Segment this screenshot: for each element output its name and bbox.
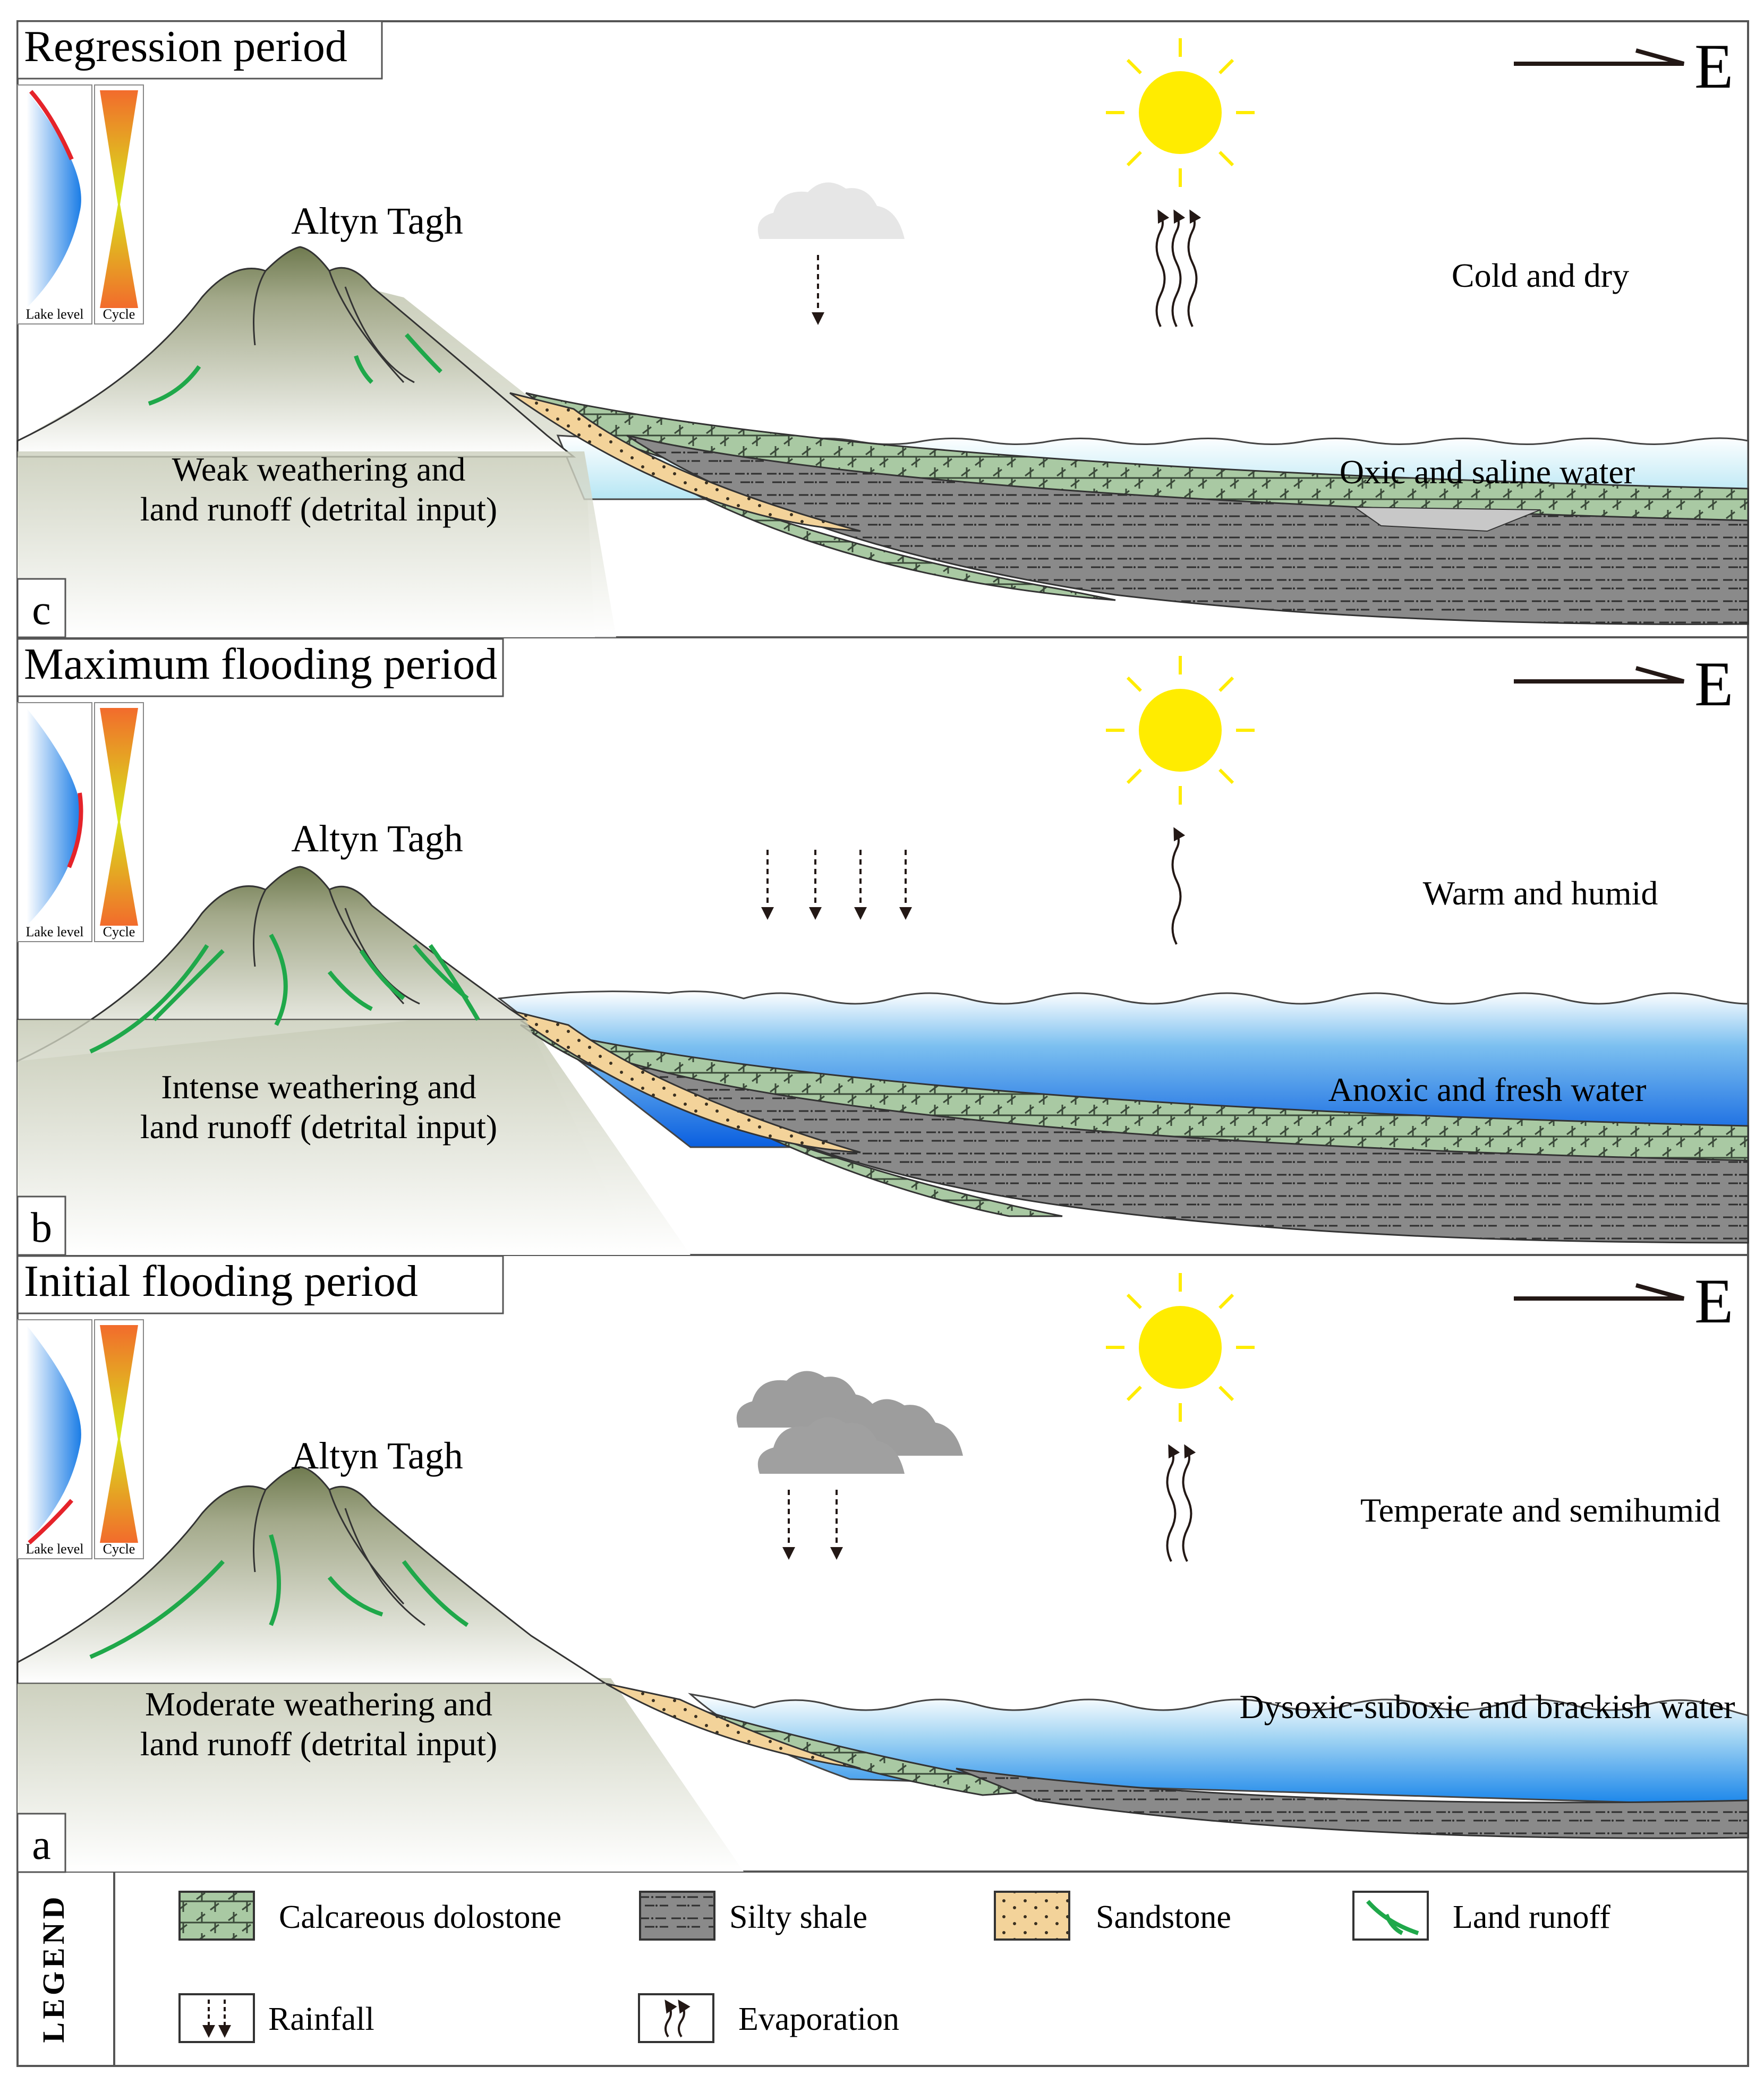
lake-level-marker (67, 792, 83, 868)
water-condition-label: Oxic and saline water (1340, 453, 1635, 491)
east-arrow-icon (1514, 48, 1685, 66)
panel-title: Maximum flooding period (24, 639, 497, 689)
panel-letter: c (32, 587, 51, 634)
climate-label: Warm and humid (1423, 874, 1658, 912)
panel-letter-box (16, 578, 66, 638)
sun-icon (1106, 1273, 1255, 1422)
cycle-bar (100, 708, 138, 926)
cycle-label: Cycle (103, 1541, 135, 1557)
cycle-label: Cycle (103, 306, 135, 322)
legend-title: LEGEND (36, 1894, 71, 2043)
lake-level-curve (27, 708, 81, 926)
title-box (16, 20, 383, 80)
weathering-line-1: Intense weathering and (161, 1068, 476, 1106)
panel-a-overlay: Initial flooding period a Lake level Cycle A… (16, 1255, 1735, 1873)
shale-swatch (639, 1891, 715, 1941)
panel-regression (16, 246, 1749, 638)
legend-label-dolostone: Calcareous dolostone (279, 1899, 561, 1935)
legend-label-rainfall: Rainfall (268, 2001, 374, 2037)
evaporation-icon (1166, 1444, 1196, 1562)
mountain-label: Altyn Tagh (291, 1434, 463, 1477)
cycle-bar (100, 90, 138, 308)
sequence-inset: Lake level Cycle (17, 84, 144, 324)
runoff-legend-icon (1366, 1900, 1419, 1935)
title-box (16, 638, 504, 697)
climate-label: Cold and dry (1452, 257, 1629, 294)
water-condition-label: Anoxic and fresh water (1328, 1071, 1647, 1108)
lake-level-marker (29, 90, 74, 160)
sun-icon (1106, 38, 1255, 187)
sequence-inset: Lake level Cycle (17, 702, 144, 942)
sun-icon (1106, 656, 1255, 805)
climate-label: Temperate and semihumid (1360, 1491, 1720, 1529)
weathering-line-2: land runoff (detrital input) (140, 490, 497, 528)
rainfall-swatch (178, 1993, 255, 2043)
water-condition-label: Dysoxic-suboxic and brackish water (1239, 1688, 1735, 1726)
evaporation-legend-icon (664, 2000, 691, 2038)
sequence-inset: Lake level Cycle (17, 1319, 144, 1559)
weathering-line-2: land runoff (detrital input) (140, 1108, 497, 1146)
mountain-label: Altyn Tagh (291, 817, 463, 860)
evaporation-icon (1171, 827, 1186, 945)
weathering-line-2: land runoff (detrital input) (140, 1725, 497, 1763)
mountain-label: Altyn Tagh (291, 200, 463, 242)
east-arrow-icon (1514, 666, 1685, 684)
panel-title: Regression period (24, 22, 347, 71)
legend-label-sandstone: Sandstone (1096, 1899, 1231, 1935)
lake-level-label: Lake level (26, 306, 84, 322)
lake-level-curve (27, 1325, 81, 1543)
rainfall-legend-icon (202, 2000, 231, 2038)
panel-initial-flooding (16, 1466, 1749, 1873)
rainfall-icon (782, 1490, 843, 1560)
panel-letter-box (16, 1813, 66, 1873)
weathering-line-1: Moderate weathering and (145, 1685, 492, 1723)
title-box (16, 1255, 504, 1314)
legend-label-evaporation: Evaporation (738, 2001, 899, 2037)
panel-c-overlay: Regression period c Lake level Cycle Altyn T… (16, 20, 1733, 638)
direction-label: E (1694, 1266, 1733, 1336)
direction-label: E (1694, 31, 1733, 101)
legend-label-shale: Silty shale (729, 1899, 867, 1935)
panel-letter: a (32, 1822, 51, 1868)
cycle-label: Cycle (103, 924, 135, 939)
lake-level-label: Lake level (26, 924, 84, 939)
panel-letter: b (31, 1205, 52, 1251)
panel-max-flooding (16, 866, 1749, 1256)
runoff-line (148, 365, 201, 406)
lake-level-curve (27, 90, 81, 308)
panel-title: Initial flooding period (24, 1257, 418, 1306)
cloud-icon (757, 182, 905, 239)
east-arrow-icon (1514, 1283, 1685, 1301)
legend-label-runoff: Land runoff (1453, 1899, 1610, 1935)
weathering-line-1: Weak weathering and (172, 450, 466, 488)
evaporation-swatch (638, 1993, 714, 2043)
evaporation-icon (1155, 209, 1201, 327)
legend: LEGEND Calcareous dolostone Silty shale … (36, 1872, 1610, 2066)
direction-label: E (1694, 648, 1733, 719)
dolostone-swatch (178, 1891, 255, 1941)
cycle-bar (100, 1325, 138, 1543)
rainfall-icon (761, 850, 912, 920)
sandstone-swatch (994, 1891, 1070, 1941)
cloud-icon (757, 1417, 905, 1474)
lake-level-label: Lake level (26, 1541, 84, 1557)
panel-letter-box (16, 1195, 66, 1256)
lake-level-marker (28, 1499, 74, 1544)
